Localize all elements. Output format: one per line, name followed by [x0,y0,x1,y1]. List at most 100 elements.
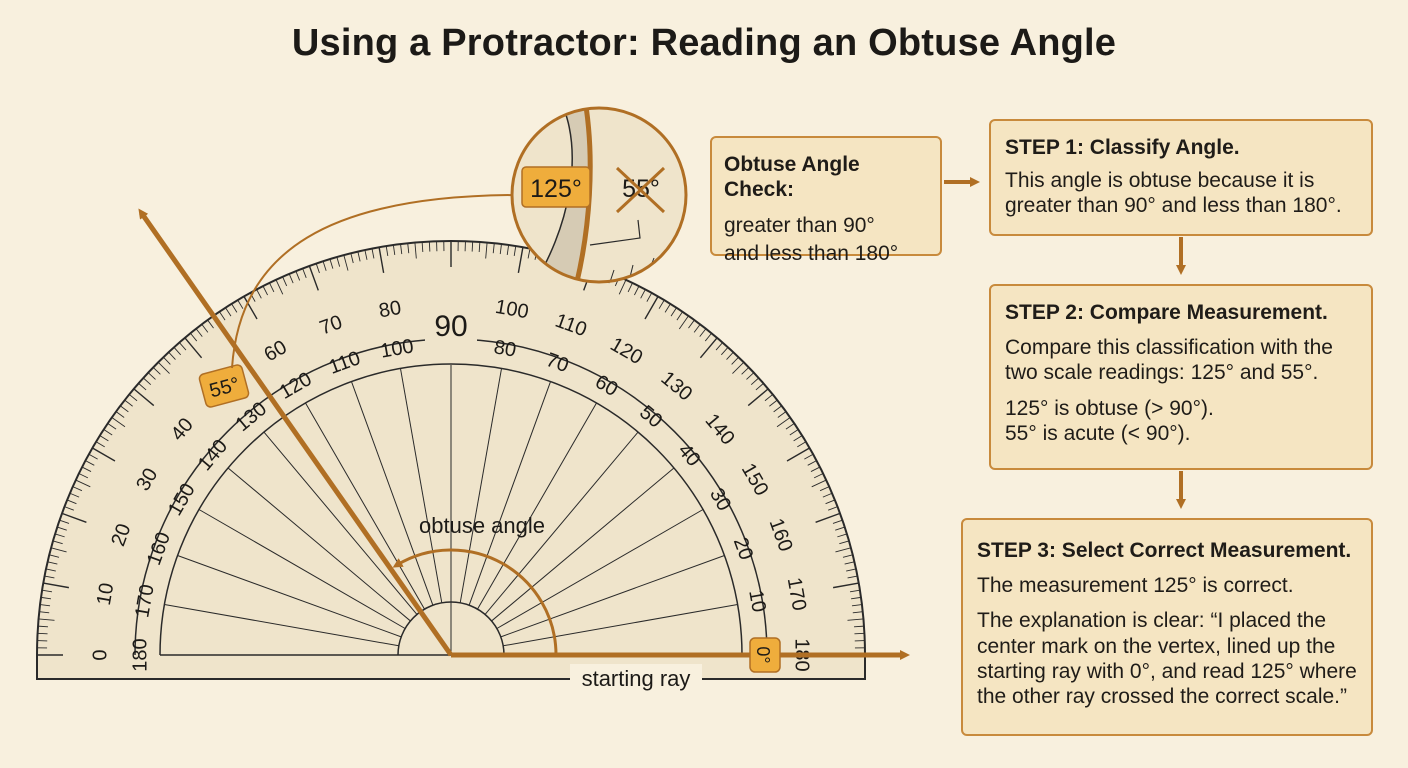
scale-tick [822,492,833,498]
scale-tick [43,582,70,589]
scale-tick [168,351,176,360]
check-title: Obtuse Angle Check: [724,153,860,202]
scale-tick [670,307,677,317]
scale-tick [835,547,852,553]
step-1-text: This angle is obtuse because it is great… [1005,169,1342,218]
step-2-box: STEP 2: Compare Measurement. Compare thi… [989,284,1373,470]
scale-tick [54,533,65,538]
scale-tick [832,519,843,524]
step-2-line-b: 55° is acute (< 90°). [1005,421,1191,445]
scale-tick [400,244,403,255]
scale-tick [243,296,258,320]
scale-tick [44,575,55,579]
scale-tick [746,372,755,380]
scale-tick [37,625,49,628]
scale-tick [75,479,91,488]
scale-tick [797,441,807,448]
scale-tick [513,246,517,257]
scale-tick [336,256,341,267]
scale-tick [115,411,125,418]
radial-line [491,467,675,622]
scale-tick [837,533,848,538]
scale-tick [295,270,301,281]
outer-scale-label: 10 [93,581,119,607]
scale-tick [726,351,734,360]
scale-tick [815,512,841,523]
scale-tick [750,377,759,386]
scale-tick [201,324,209,333]
inner-scale-label: 180 [129,638,151,671]
scale-tick [378,247,385,274]
scale-tick [59,519,70,524]
scale-tick [85,460,95,466]
scale-tick [825,499,836,505]
scale-tick [658,299,665,309]
scale-tick [282,276,288,287]
scale-tick [731,356,739,365]
scale-tick [414,242,417,259]
scale-tick [773,405,782,413]
step-3-text: The measurement 125° is correct. [977,574,1294,598]
scale-tick [371,248,375,259]
scale-tick [40,604,51,607]
scale-tick [793,435,803,442]
radial-line [484,431,639,615]
outer-scale-label: 0 [89,649,111,660]
radial-line [477,402,597,610]
scale-tick [329,258,334,269]
radial-line [164,603,399,647]
scale-tick [678,315,689,330]
center-90-label: 90 [434,310,467,343]
scale-tick [693,324,701,333]
outer-scale-label: 80 [377,297,403,323]
scale-tick [492,243,495,254]
obtuse-check-box: Obtuse Angle Check: greater than 90° and… [710,136,942,265]
scale-tick [350,253,354,264]
scale-tick [61,512,87,523]
scale-tick [847,575,858,579]
scale-tick [517,247,524,274]
scale-tick [813,473,824,479]
scale-tick [741,367,750,375]
scale-tick [764,394,774,402]
scale-tick [851,604,862,607]
scale-tick [732,361,745,374]
scale-tick [835,526,845,531]
step-1-title: STEP 1: Classify Angle. [1005,136,1240,159]
zoom-correct-value: 125° [530,175,582,203]
inner-scale-label: 80 [492,336,518,362]
scale-tick [832,582,859,589]
scale-tick [237,299,244,309]
scale-tick [852,611,863,614]
radial-line [227,467,411,622]
scale-tick [128,394,138,402]
scale-tick [839,540,850,545]
step-2-title: STEP 2: Compare Measurement. [1005,301,1328,324]
scale-tick [485,242,488,259]
scale-tick [133,388,155,407]
tag-0-label: 0° [753,646,773,663]
scale-tick [143,377,152,386]
radial-line [351,381,434,606]
protractor-scale-arc [159,363,743,656]
step-3-title: STEP 3: Select Correct Measurement. [977,539,1352,562]
tag-0-badge [749,637,781,673]
scale-tick [72,486,83,492]
scale-tick [50,547,67,553]
scale-tick [163,356,171,365]
angle-ray [138,208,454,657]
scale-tick [844,561,855,565]
step-1-box: STEP 1: Classify Angle. This angle is ob… [989,119,1373,236]
scale-tick [322,261,327,271]
scale-tick [288,273,294,284]
scale-tick [471,241,474,252]
scale-tick [49,554,60,558]
radial-line [177,555,402,638]
scale-tick [849,589,860,593]
scale-tick [179,342,187,351]
scale-tick [47,561,58,565]
scale-tick [699,337,718,359]
scale-tick [846,568,857,572]
scale-tick [842,554,853,558]
